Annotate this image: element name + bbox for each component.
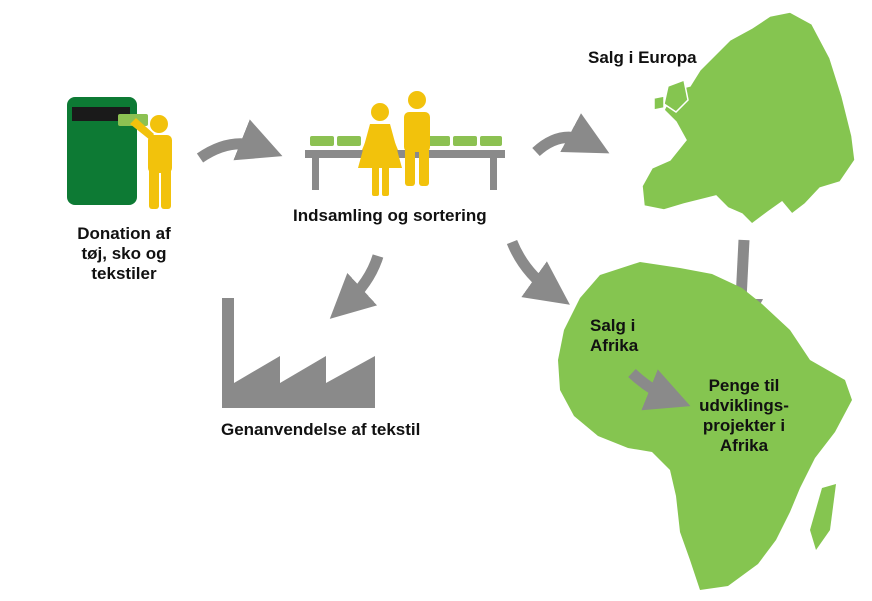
- arrow-sorting-to-recycling: [329, 254, 384, 319]
- person-icon: [130, 115, 172, 209]
- label-europe: Salg i Europa: [588, 48, 697, 67]
- label-sorting: Indsamling og sortering: [293, 206, 487, 225]
- arrow-donation-to-sorting: [196, 119, 283, 163]
- label-recycling: Genanvendelse af tekstil: [221, 420, 421, 439]
- arrow-sorting-to-africa: [506, 239, 570, 305]
- label-africa-sale: Salg i Afrika: [590, 316, 639, 355]
- arrow-sale-to-money: [628, 368, 691, 411]
- africa-map: [558, 262, 852, 590]
- label-donation: Donation af tøj, sko og tekstiler: [77, 224, 171, 283]
- factory-icon: [222, 298, 375, 408]
- arrow-sorting-to-europe: [532, 113, 610, 157]
- europe-island-ireland: [653, 95, 665, 111]
- workers-icon: [358, 91, 430, 196]
- label-money: Penge til udviklings- projekter i Afrika: [699, 376, 789, 455]
- africa-madagascar: [810, 484, 836, 550]
- donation-bin-icon: [67, 97, 148, 205]
- clothing-pile: [310, 136, 502, 146]
- europe-map: [641, 11, 856, 225]
- bin-slot: [72, 107, 130, 121]
